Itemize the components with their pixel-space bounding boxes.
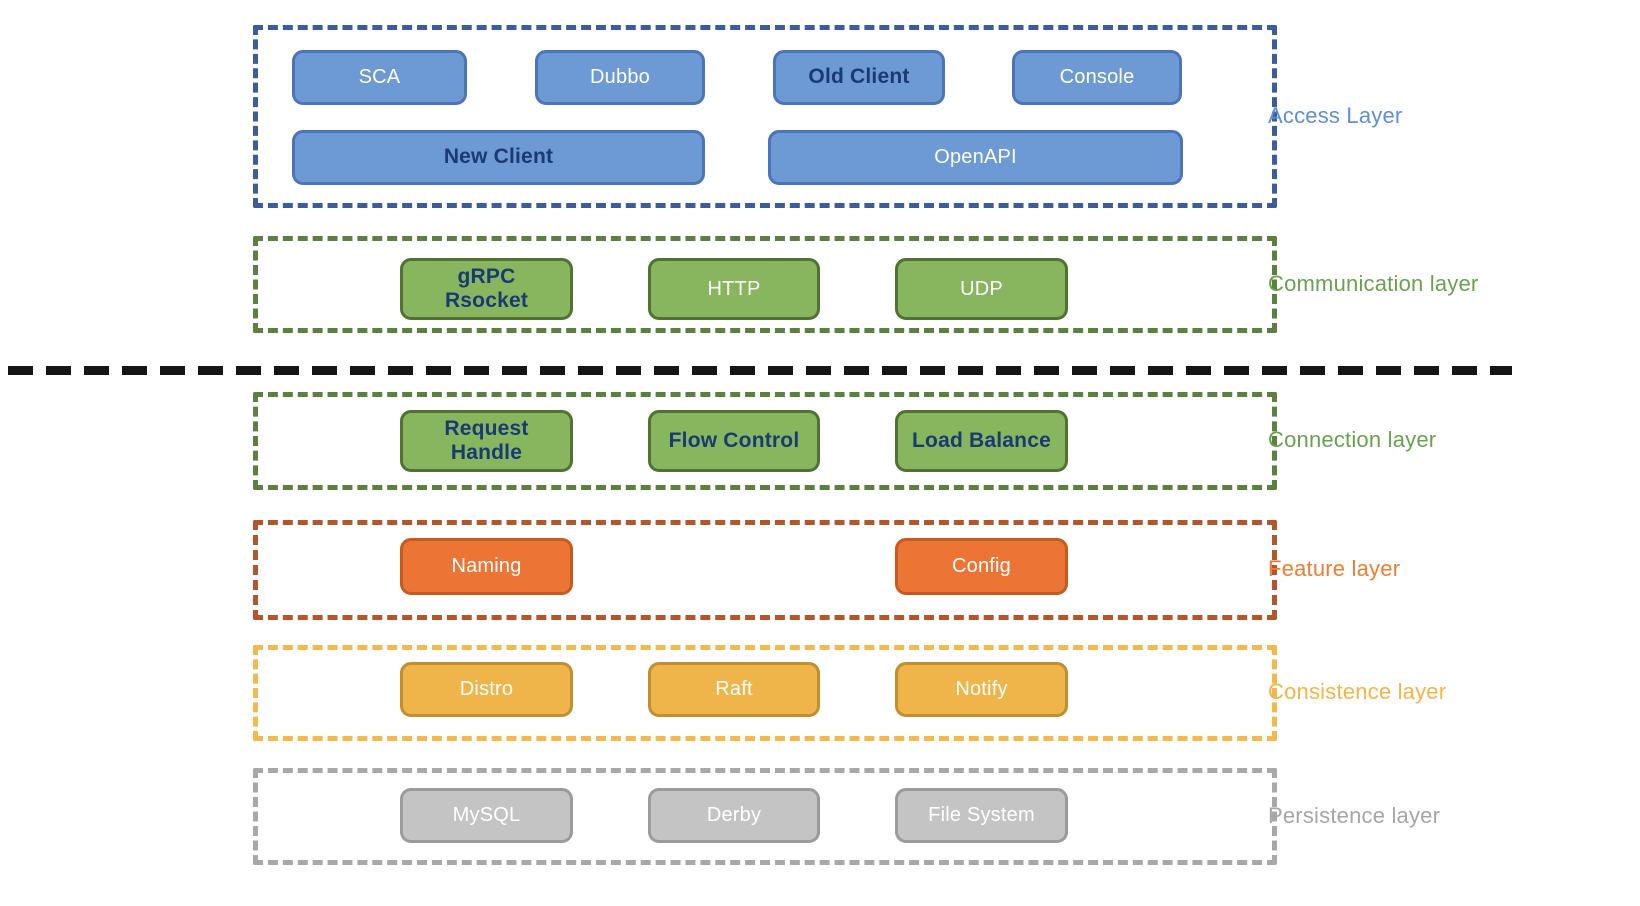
node-openapi: OpenAPI — [768, 130, 1183, 185]
node-new-client: New Client — [292, 130, 705, 185]
node-flow-control: Flow Control — [648, 410, 820, 472]
node-dubbo: Dubbo — [535, 50, 705, 105]
node-load-balance: Load Balance — [895, 410, 1068, 472]
node-naming: Naming — [400, 538, 573, 595]
label-feature: Feature layer — [1268, 556, 1401, 581]
node-config: Config — [895, 538, 1068, 595]
layer-cons-frame — [253, 645, 1277, 741]
node-console: Console — [1012, 50, 1182, 105]
layer-feature-frame — [253, 520, 1277, 620]
layer-pers-frame — [253, 768, 1277, 865]
layer-comm-frame — [253, 236, 1277, 333]
label-comm: Communication layer — [1268, 270, 1479, 296]
node-distro: Distro — [400, 662, 573, 717]
layer-conn-frame — [253, 392, 1277, 490]
layer-access-frame — [253, 25, 1277, 208]
node-notify: Notify — [895, 662, 1068, 717]
node-request-handle: Request Handle — [400, 410, 573, 472]
label-cons: Consistence layer — [1268, 679, 1447, 704]
node-raft: Raft — [648, 662, 820, 717]
layers-divider — [8, 366, 1512, 375]
label-access: Access Layer — [1268, 102, 1403, 128]
node-old-client: Old Client — [773, 50, 945, 105]
label-pers: Persistence layer — [1268, 802, 1441, 828]
node-derby: Derby — [648, 788, 820, 843]
node-sca: SCA — [292, 50, 467, 105]
node-grpc-rsocket: gRPC Rsocket — [400, 258, 573, 320]
node-http: HTTP — [648, 258, 820, 320]
node-udp: UDP — [895, 258, 1068, 320]
node-file-system: File System — [895, 788, 1068, 843]
node-mysql: MySQL — [400, 788, 573, 843]
label-conn: Connection layer — [1268, 427, 1437, 452]
